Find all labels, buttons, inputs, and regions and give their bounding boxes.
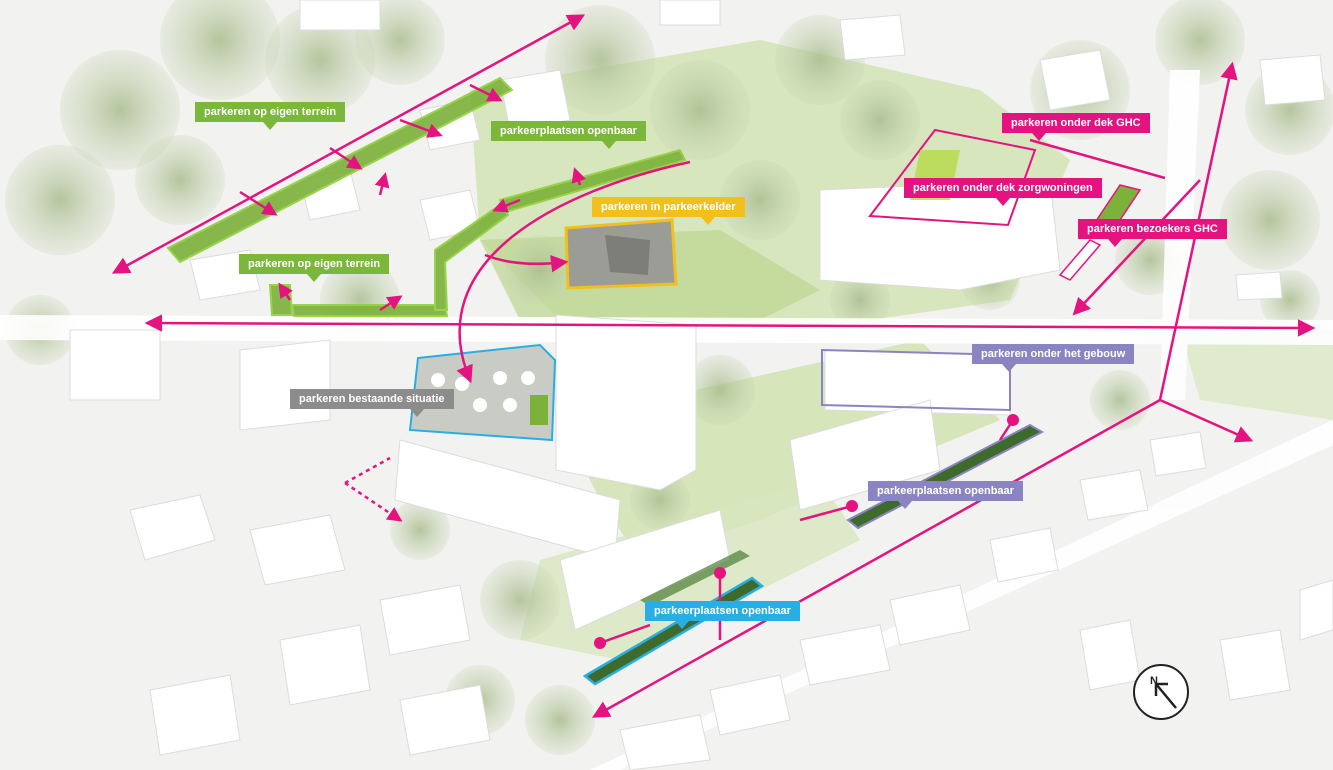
- label-openbaar-purple: parkeerplaatsen openbaar: [868, 481, 1023, 509]
- label-bestaande-situatie: parkeren bestaande situatie: [290, 389, 454, 417]
- label-dek-zorgwoningen: parkeren onder dek zorgwoningen: [904, 178, 1102, 206]
- north-letter: N: [1150, 675, 1158, 687]
- label-openbaar-blue: parkeerplaatsen openbaar: [645, 601, 800, 629]
- label-openbaar-green: parkeerplaatsen openbaar: [491, 121, 646, 149]
- north-arrow-icon: N: [1133, 664, 1189, 720]
- label-onder-gebouw: parkeren onder het gebouw: [972, 344, 1135, 372]
- label-eigen-terrein-bottom: parkeren op eigen terrein: [239, 254, 390, 282]
- label-bezoekers-ghc: parkeren bezoekers GHC: [1078, 219, 1227, 247]
- label-eigen-terrein-top: parkeren op eigen terrein: [195, 102, 346, 130]
- route-arrows: [111, 14, 1316, 718]
- parking-cellar: [564, 218, 678, 290]
- label-parkeerkelder: parkeren in parkeerkelder: [592, 197, 745, 225]
- parking-entry-dots: [594, 414, 1019, 649]
- label-dek-ghc: parkeren onder dek GHC: [1002, 113, 1150, 141]
